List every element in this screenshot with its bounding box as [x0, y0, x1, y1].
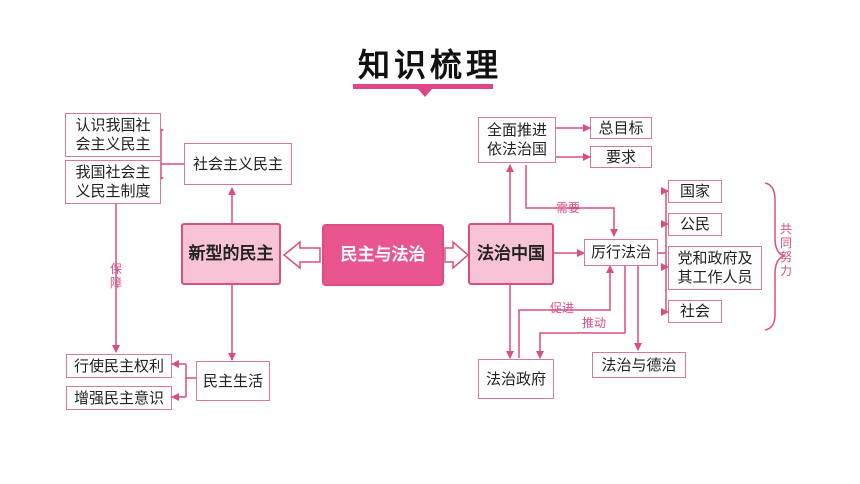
requirement-node: 要求	[590, 146, 652, 168]
rule-of-law-china-node: 法治中国	[468, 223, 554, 285]
democracy-system-node: 我国社会主 义民主制度	[65, 160, 161, 204]
know-democracy-node: 认识我国社 会主义民主	[65, 113, 161, 157]
new-democracy-node: 新型的民主	[181, 223, 281, 285]
democratic-life-node: 民主生活	[196, 361, 270, 401]
enhance-awareness-node: 增强民主意识	[66, 386, 172, 410]
rule-gov-node: 法治政府	[478, 359, 554, 399]
rule-virtue-node: 法治与德治	[592, 352, 686, 378]
conn-need	[525, 165, 618, 237]
hollow-arrow-left	[282, 240, 321, 270]
practice-rule-node: 厉行法治	[584, 239, 658, 266]
goal-node: 总目标	[590, 117, 652, 139]
joint-effort-label: 共同努力	[779, 222, 792, 278]
drive-label: 推动	[582, 316, 607, 330]
country-node: 国家	[668, 180, 722, 203]
conn-promote	[518, 265, 614, 358]
party-gov-node: 党和政府及 其工作人员	[668, 246, 762, 290]
comprehensive-node: 全面推进 依法治国	[478, 117, 556, 163]
joint-brace	[764, 182, 787, 331]
center-node: 民主与法治	[322, 224, 444, 286]
page-title: 知识梳理	[357, 46, 502, 84]
society-node: 社会	[668, 300, 722, 323]
socialist-democracy-node: 社会主义民主	[184, 143, 292, 185]
title-underline	[353, 84, 493, 97]
exercise-rights-node: 行使民主权利	[66, 354, 172, 378]
guarantee-label: 保障	[109, 262, 122, 290]
conn-drive	[536, 266, 626, 359]
hollow-arrow-right	[444, 240, 470, 270]
promote-label: 促进	[550, 301, 575, 315]
citizen-node: 公民	[668, 213, 722, 236]
need-label: 需要	[556, 201, 581, 215]
